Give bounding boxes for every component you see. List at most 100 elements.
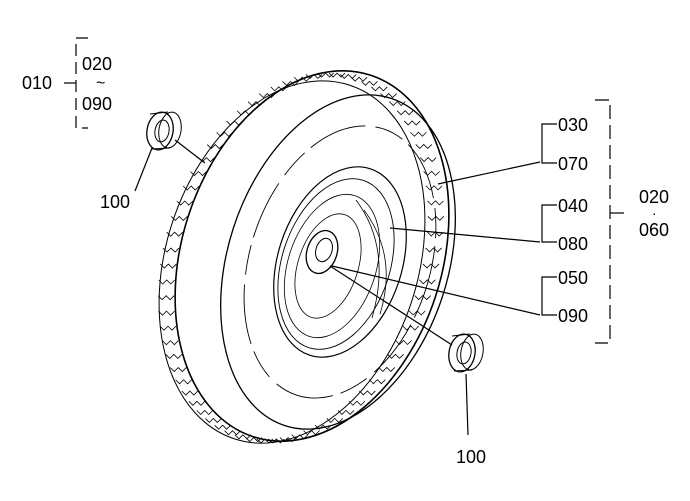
bracket-hub — [541, 276, 557, 316]
rim-highlight — [355, 199, 380, 319]
bearing-left-sides — [149, 111, 171, 150]
tread-block — [423, 170, 440, 176]
tread-block — [224, 430, 241, 436]
tread-block — [282, 80, 299, 86]
axis-line-left — [174, 139, 206, 164]
tread-block — [226, 120, 243, 126]
label-right-group-bottom: 060 — [639, 220, 669, 240]
bearing-left-inner — [154, 119, 170, 143]
leader-bearing-top — [134, 147, 153, 192]
tread-block — [190, 170, 207, 177]
tread-block — [317, 72, 334, 78]
bearing-left-outer — [146, 111, 174, 151]
tread-block — [158, 310, 175, 316]
bracket-tire — [541, 123, 557, 164]
tread-block — [181, 390, 199, 396]
label-tire-top: 030 — [558, 115, 588, 135]
tread-block — [270, 86, 288, 92]
tread-block — [328, 72, 346, 78]
tread-block — [162, 247, 180, 253]
tread-block — [256, 438, 274, 444]
tread-block — [350, 76, 368, 82]
wheel-rim — [273, 166, 407, 358]
tread-block — [170, 215, 188, 222]
label-bearing-top: 100 — [100, 192, 130, 212]
tread-block — [258, 93, 276, 99]
tread-block — [415, 143, 433, 150]
tread-block — [188, 400, 206, 406]
tread-block — [425, 185, 443, 191]
tread-block — [196, 409, 214, 416]
label-tire-bottom: 070 — [558, 154, 588, 174]
rim-well — [283, 193, 381, 339]
tread-block — [361, 80, 378, 86]
bearing-right — [448, 333, 484, 373]
tread-block — [419, 279, 436, 285]
rim-disc — [294, 213, 362, 319]
bearing-left — [146, 111, 182, 151]
tread-block — [205, 417, 222, 424]
label-hub-bottom: 090 — [558, 306, 588, 326]
label-hub-top: 050 — [558, 268, 588, 288]
tread-block — [369, 379, 386, 385]
tire-drawing — [157, 70, 456, 444]
tread-block — [236, 110, 254, 116]
label-right-group-top: 020 — [639, 187, 669, 207]
tread-block — [419, 156, 437, 163]
tread-block — [378, 366, 396, 372]
label-rim-top: 040 — [558, 196, 588, 216]
tread-block — [371, 86, 388, 92]
tread-block — [303, 430, 320, 436]
tread-block — [414, 294, 432, 301]
tire-tread-inner-edge — [158, 80, 426, 444]
leader-bearing-bottom — [465, 373, 469, 436]
leader-tire — [437, 161, 541, 185]
tread-block — [216, 131, 233, 137]
label-left-group-top: 020 — [82, 54, 112, 74]
wheel-hub — [305, 229, 339, 275]
rim-flange — [277, 178, 395, 350]
tread-block — [410, 131, 427, 137]
tread-block — [387, 353, 404, 359]
tread-block — [305, 73, 323, 80]
tread-block — [326, 417, 344, 423]
tread-block — [339, 73, 357, 80]
tread-block — [234, 434, 252, 440]
tread-block — [214, 424, 231, 430]
tread-block — [268, 438, 285, 444]
bearing-left-back — [158, 111, 182, 149]
tread-block — [206, 144, 224, 150]
bearing-right-sides — [451, 333, 473, 372]
bracket-right-group — [595, 99, 611, 344]
tread-block — [157, 295, 175, 301]
tire-sidewall-bead — [243, 125, 437, 399]
tread-block — [160, 263, 177, 269]
bracket-rim — [541, 204, 557, 243]
hub-inner — [315, 237, 333, 263]
axis-line-right — [329, 265, 453, 346]
tread-block — [159, 325, 177, 331]
tread-block — [422, 263, 440, 269]
tread-block — [245, 437, 263, 443]
tread-block — [291, 434, 309, 440]
tread-block — [348, 400, 366, 406]
bearing-right-back — [460, 333, 484, 371]
tread-block — [396, 110, 414, 116]
tread-block — [176, 200, 194, 206]
tire-outer-edge — [174, 70, 450, 442]
tread-block — [182, 185, 200, 191]
leader-rim — [389, 227, 541, 243]
tire-sidewall — [220, 94, 456, 430]
label-left-group-tilde: ~ — [96, 75, 105, 92]
rim-outer — [273, 166, 407, 358]
bracket-left-group — [75, 37, 88, 129]
bearing-right-outer — [448, 333, 476, 373]
leader-hub — [331, 265, 541, 316]
tread-block — [293, 76, 311, 82]
tread-block — [388, 100, 406, 107]
label-right-group-dot: · — [652, 205, 657, 221]
tread-block — [427, 200, 444, 206]
tread-block — [175, 379, 192, 385]
tread-block — [402, 325, 420, 331]
